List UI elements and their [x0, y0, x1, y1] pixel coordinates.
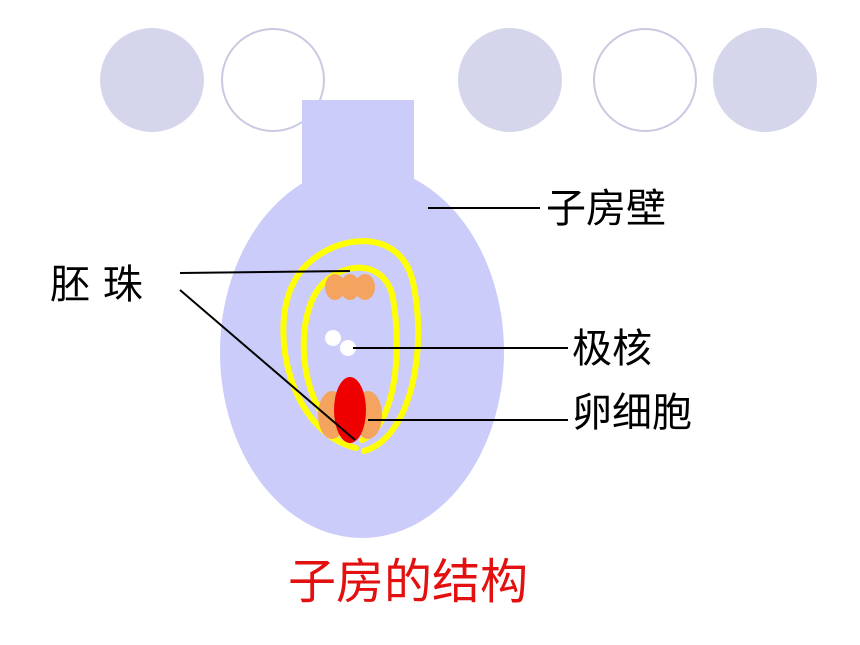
deco-circle-outline-2 [593, 28, 697, 132]
leader-lines [179, 207, 568, 441]
outer-integument [280, 238, 422, 454]
ovary-wall-shape [220, 166, 504, 538]
ovule [280, 238, 422, 454]
deco-circle-filled-3 [713, 28, 817, 132]
deco-circle-outline-1 [221, 28, 325, 132]
polar-nucleus [340, 340, 356, 356]
egg-apparatus [318, 377, 382, 443]
antipodal-cell [340, 274, 360, 300]
polar-nucleus [325, 330, 341, 346]
polar-nuclei-label: 极核 [572, 326, 652, 372]
deco-circle-filled-1 [100, 28, 204, 132]
polar-nuclei [325, 330, 356, 356]
decorative-circles [100, 28, 817, 132]
ovule-leader-lower [179, 289, 356, 441]
inner-integument [300, 264, 400, 443]
ovary [220, 100, 504, 538]
ovule-leader-upper [179, 270, 351, 274]
egg-cell-shape [334, 377, 366, 443]
ovule-label: 胚 珠 [50, 262, 143, 308]
deco-circle-filled-2 [458, 28, 562, 132]
ovary-wall-label: 子房壁 [546, 186, 666, 232]
antipodal-cells [325, 274, 375, 300]
antipodal-cell [355, 274, 375, 300]
egg-cell-label: 卵细胞 [572, 390, 692, 436]
diagram-caption: 子房的结构 [288, 554, 528, 610]
antipodal-cell [325, 274, 345, 300]
